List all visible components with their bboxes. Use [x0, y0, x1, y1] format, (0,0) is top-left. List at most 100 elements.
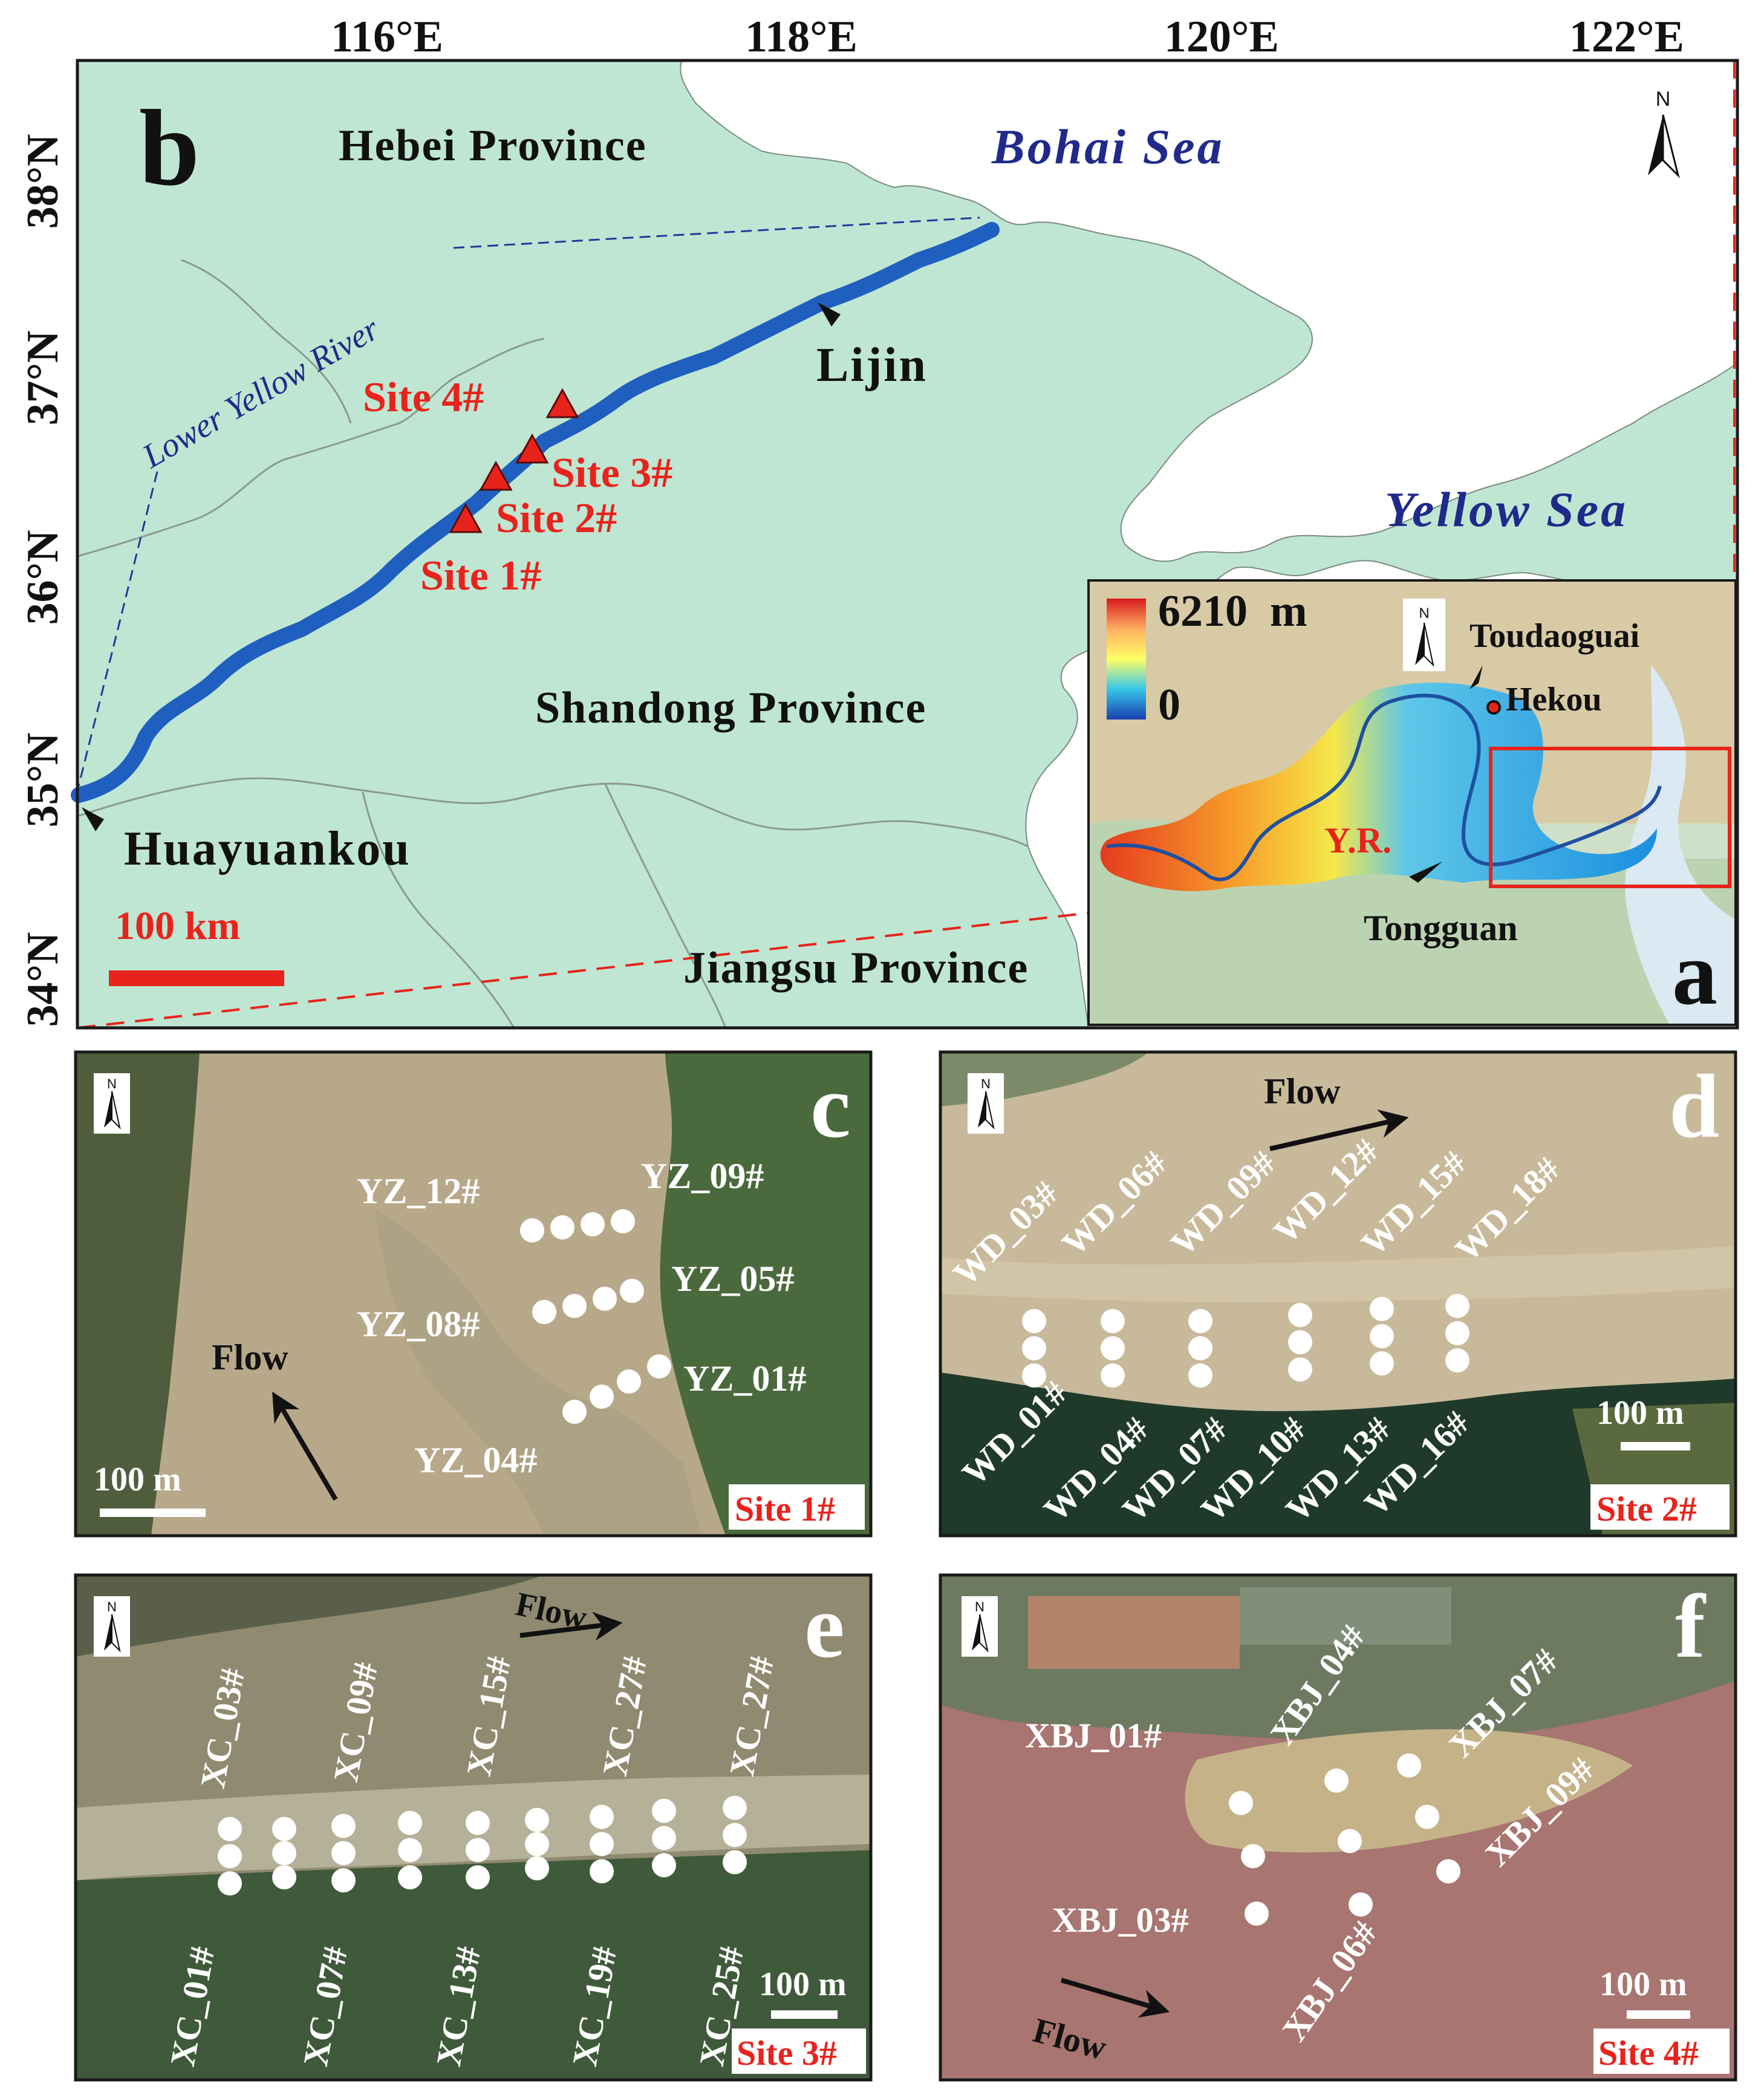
panel-f-north-label: N — [975, 1599, 985, 1614]
lat-label-38: 38°N — [18, 134, 68, 229]
panel-f-sample-points — [1229, 1753, 1460, 1926]
panel-e-site-box — [732, 2028, 866, 2074]
yellow-river — [71, 222, 1000, 803]
north-label: N — [1656, 88, 1671, 111]
yz-04-label: YZ_04# — [414, 1440, 537, 1480]
site-1-label: Site 1# — [420, 553, 541, 599]
panel-f-scale-label: 100 m — [1600, 1966, 1687, 2003]
lat-label-34: 34°N — [18, 932, 68, 1027]
panel-c: N c YZ_12# YZ_09# YZ_05# YZ_08# YZ_01# Y… — [74, 1050, 873, 1538]
scale-bar-label: 100 km — [115, 904, 240, 948]
panel-d-north-label: N — [981, 1076, 991, 1091]
province-boundary — [604, 782, 727, 1028]
panel-f-buildings — [1240, 1587, 1451, 1645]
main-map-b: N 100 km b Hebei Province Bohai Sea Yell… — [71, 59, 1739, 1030]
lijin-marker — [818, 302, 841, 326]
panel-d-flow-arrow — [1269, 1109, 1409, 1151]
panel-c-scale-label: 100 m — [94, 1461, 181, 1498]
yz-05-label: YZ_05# — [671, 1259, 794, 1299]
lat-label-35: 35°N — [18, 732, 68, 827]
panel-letter-b: b — [139, 88, 200, 208]
panel-c-sandbar — [375, 1209, 701, 1536]
shandong-label: Shandong Province — [535, 683, 926, 733]
panel-c-scale-bar — [100, 1509, 206, 1517]
panel-e-scale-label: 100 m — [759, 1966, 847, 2003]
panel-d: N d Flow WD_03# WD_06# WD_09# WD_12# WD_… — [939, 1050, 1737, 1538]
panel-e-sample-points — [218, 1796, 747, 1895]
panel-c-site-box — [729, 1484, 865, 1530]
site-3-label: Site 3# — [552, 450, 672, 496]
panel-letter-d: d — [1669, 1056, 1719, 1157]
panel-d-scale-bar — [1621, 1442, 1690, 1450]
tongguan-label: Tongguan — [1364, 908, 1518, 948]
site-2-triangle — [479, 460, 513, 491]
panel-letter-e: e — [804, 1576, 845, 1677]
yz-09-label: YZ_09# — [641, 1156, 764, 1196]
yellow-river-basin — [1100, 683, 1657, 891]
panel-e-north-label: N — [107, 1599, 117, 1614]
panel-c-sample-points — [520, 1209, 671, 1424]
yellow-sea-label: Yellow Sea — [1385, 482, 1628, 537]
panel-e-site-label: Site 3# — [737, 2033, 837, 2073]
site-1-triangle — [449, 502, 483, 533]
panel-d-sample-points — [1022, 1294, 1469, 1388]
toudaoguai-label: Toudaoguai — [1469, 617, 1639, 655]
lon-label-118: 118°E — [745, 12, 858, 62]
north-arrow-icon — [1648, 114, 1680, 178]
inset-river — [1106, 693, 1662, 882]
extent-line — [77, 912, 1089, 1029]
panel-c-vegetation — [76, 1052, 200, 1536]
lon-label-120: 120°E — [1164, 12, 1279, 62]
panel-d-sandbar — [940, 1246, 1736, 1303]
panel-c-flow-arrow — [272, 1391, 338, 1501]
province-boundary — [181, 259, 352, 424]
panel-d-flow-label: Flow — [1264, 1071, 1341, 1111]
panel-c-flow-label: Flow — [212, 1337, 288, 1377]
panel-d-scale-label: 100 m — [1596, 1394, 1684, 1432]
toudaoguai-marker — [1469, 665, 1483, 689]
panel-letter-c: c — [810, 1056, 851, 1157]
panel-d-site-label: Site 2# — [1596, 1489, 1697, 1528]
panel-f-buildings — [1028, 1596, 1240, 1669]
bohai-sea — [680, 60, 1738, 562]
inset-map-a: 6210 m 0 N Toudaoguai Hekou Y.R. Tonggua… — [1087, 579, 1737, 1026]
panel-e-north-arrow-icon — [94, 1596, 130, 1657]
tongguan-marker — [1409, 862, 1442, 883]
panel-c-site-label: Site 1# — [735, 1489, 835, 1528]
river-leader-line — [77, 471, 158, 787]
inset-north-arrow-icon — [1403, 599, 1445, 671]
panel-e-frame — [74, 1573, 873, 2082]
province-boundary — [77, 337, 545, 557]
site-markers — [449, 388, 579, 533]
panel-f-sandbar — [1185, 1729, 1633, 1853]
panel-f-site-box — [1593, 2028, 1730, 2074]
panel-letter-f: f — [1675, 1576, 1707, 1677]
panel-d-frame — [939, 1050, 1737, 1538]
panel-d-north-arrow-icon — [968, 1073, 1004, 1134]
lat-label-36: 36°N — [18, 530, 68, 625]
panel-c-north-label: N — [107, 1076, 117, 1091]
legend-max: 6210 — [1158, 586, 1248, 636]
study-area-box — [1489, 747, 1731, 888]
panel-e-scale-bar — [771, 2010, 838, 2019]
panel-f-scale-bar — [1627, 2010, 1690, 2019]
lon-label-122: 122°E — [1569, 12, 1684, 62]
lon-label-116: 116°E — [331, 12, 443, 62]
huayuankou-marker — [82, 807, 104, 831]
panel-d-forest — [940, 1372, 1736, 1536]
hebei-label: Hebei Province — [339, 121, 647, 171]
panel-e-north-bank — [76, 1575, 544, 1657]
elevation-legend-bar — [1107, 599, 1146, 719]
scale-bar — [109, 970, 284, 986]
yr-label: Y.R. — [1324, 820, 1391, 860]
panel-f-north-arrow-icon — [962, 1596, 998, 1657]
panel-e-flow-arrow — [519, 1611, 623, 1641]
panel-c-frame — [74, 1050, 873, 1538]
site-3-triangle — [515, 433, 549, 464]
panel-f-flow-arrow — [1060, 1978, 1170, 2018]
panel-e-fields — [76, 1850, 871, 2080]
site-4-triangle — [545, 388, 579, 418]
river-leader-line — [453, 216, 980, 249]
legend-min: 0 — [1158, 680, 1180, 730]
yz-12-label: YZ_12# — [357, 1171, 480, 1211]
